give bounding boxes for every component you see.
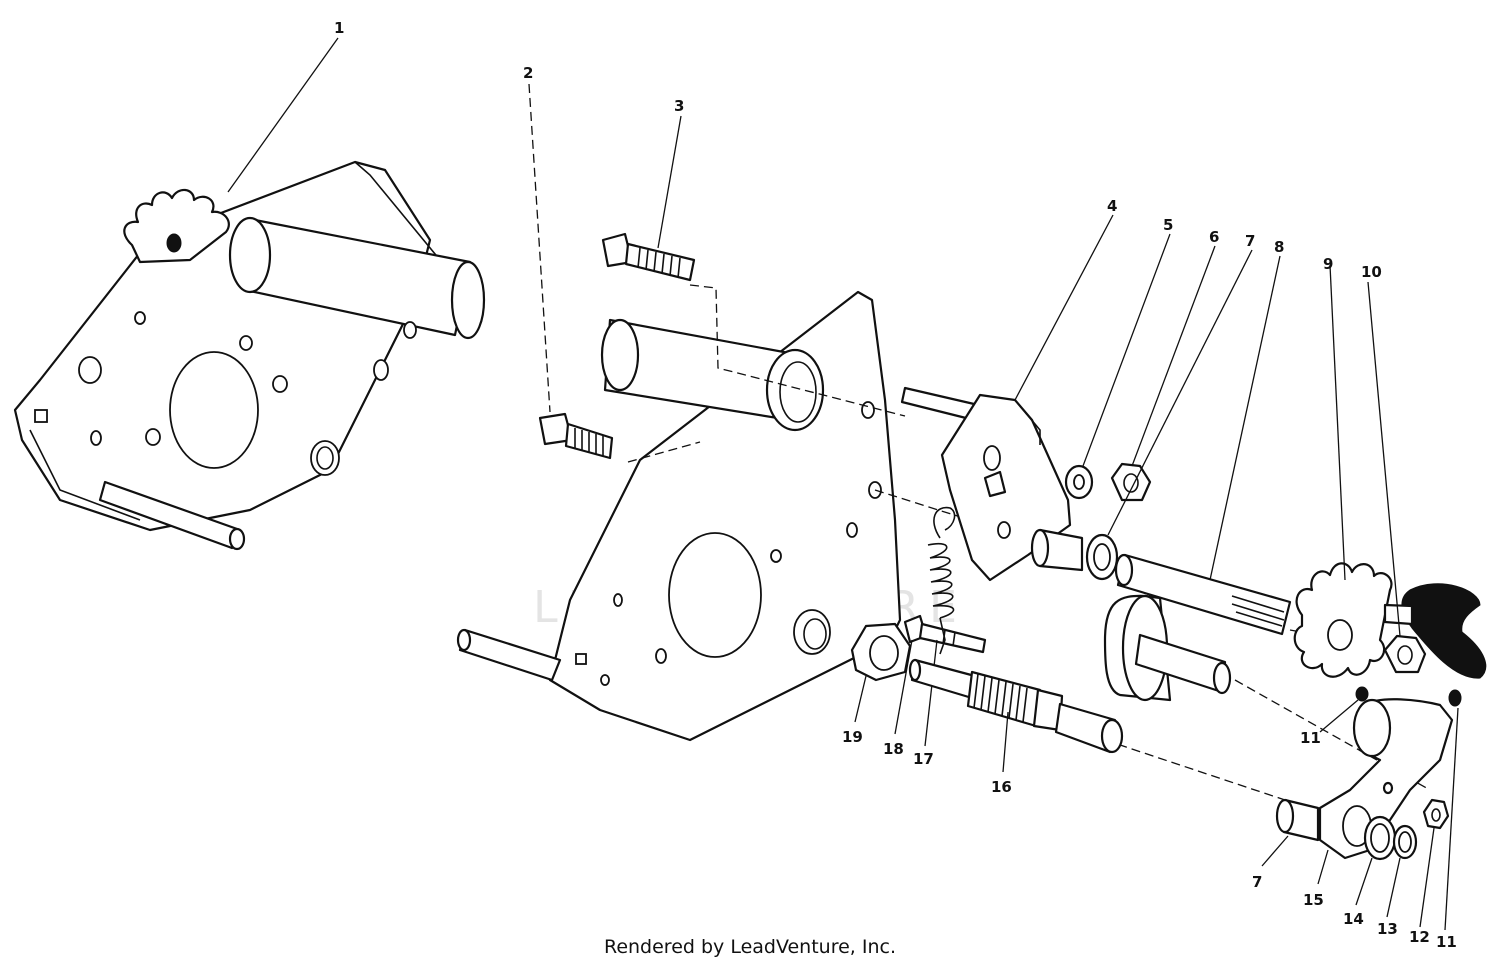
callout-leader-16: [1002, 711, 1009, 773]
callout-leader-19: [854, 675, 867, 723]
callout-9: 9: [1323, 255, 1333, 273]
callout-19: 19: [842, 728, 863, 746]
callout-6: 6: [1209, 228, 1219, 246]
footer-credit: Rendered by LeadVenture, Inc.: [603, 936, 897, 958]
arm-15: [1318, 698, 1454, 860]
callout-leader-4: [1014, 214, 1114, 401]
callout-10: 10: [1361, 263, 1382, 281]
callout-5: 5: [1163, 216, 1173, 234]
callout-4: 4: [1107, 197, 1117, 215]
nut-11-mid: [1355, 686, 1369, 702]
callout-leader-18: [894, 639, 913, 735]
ring-13: [1392, 824, 1418, 860]
callout-leader-7a: [1107, 249, 1253, 536]
callout-16: 16: [991, 778, 1012, 796]
assembly-line-b: [627, 441, 701, 463]
callout-leader-14: [1355, 857, 1373, 906]
callout-leader-3: [657, 115, 682, 249]
callout-17: 17: [913, 750, 934, 768]
callout-leader-12: [1419, 827, 1435, 928]
spring-17: [927, 506, 956, 655]
nut-6: [1110, 462, 1152, 502]
callout-14: 14: [1343, 910, 1364, 928]
callout-leader-6: [1131, 245, 1216, 467]
nut-11-right: [1448, 689, 1462, 707]
bolt-2: [538, 412, 614, 460]
callout-leader-10: [1367, 281, 1401, 637]
housing-center: [456, 290, 902, 742]
idler-roller: [1103, 594, 1232, 702]
callout-leader-1: [227, 37, 339, 193]
housing-left: [13, 160, 486, 551]
sprocket-9: [1293, 562, 1393, 678]
bolt-3: [601, 232, 696, 282]
callout-13: 13: [1377, 920, 1398, 938]
callout-11-right: 11: [1436, 933, 1457, 951]
callout-15: 15: [1303, 891, 1324, 909]
callout-8: 8: [1274, 238, 1284, 256]
shaft-8: [1114, 553, 1292, 636]
nut-19: [850, 622, 912, 682]
callout-leader-17: [924, 639, 938, 747]
callout-1: 1: [334, 19, 344, 37]
nut-10: [1383, 583, 1487, 679]
callout-leader-15: [1317, 849, 1329, 885]
washer-5: [1064, 464, 1094, 500]
callout-leader-7b: [1261, 835, 1289, 867]
callout-leader-9: [1329, 264, 1346, 581]
callout-leader-5: [1082, 233, 1171, 467]
assembly-line-e: [1104, 739, 1286, 801]
assembly-line-a: [689, 284, 906, 417]
nut-12: [1422, 798, 1450, 830]
callout-18: 18: [883, 740, 904, 758]
callout-7-top: 7: [1245, 232, 1255, 250]
callout-12: 12: [1409, 928, 1430, 946]
bushing-7-top: [1030, 528, 1119, 581]
callout-leader-8: [1209, 255, 1281, 581]
callout-leader-2: [528, 83, 551, 413]
callout-leader-13: [1386, 857, 1401, 918]
callout-7-lower: 7: [1252, 873, 1262, 891]
washer-14: [1363, 815, 1397, 861]
callout-leader-11b: [1444, 707, 1459, 931]
assembly-line-c: [874, 489, 971, 521]
bushing-7-lower: [1275, 798, 1320, 842]
callout-2: 2: [523, 64, 533, 82]
bolt-18: [903, 614, 987, 654]
threaded-stud-16: [908, 658, 1124, 754]
callout-leader-11a: [1319, 699, 1359, 733]
callout-11-mid: 11: [1300, 729, 1321, 747]
callout-3: 3: [674, 97, 684, 115]
